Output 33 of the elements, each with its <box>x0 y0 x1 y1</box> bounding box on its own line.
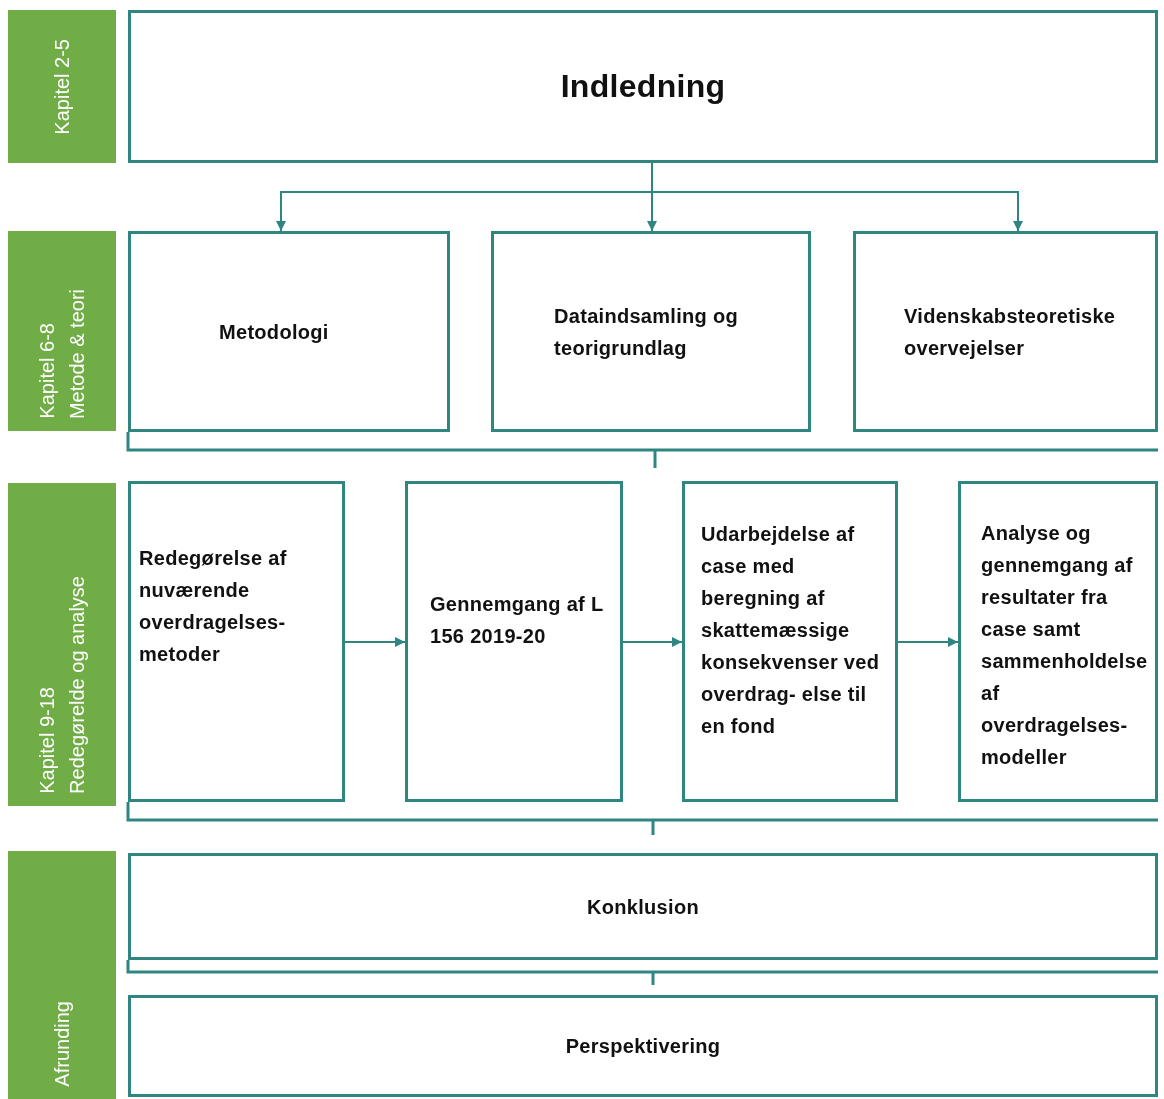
section-box <box>128 853 1158 960</box>
section-text: Gennemgang af L 156 2019-20 <box>430 592 605 649</box>
section-box <box>491 231 811 432</box>
section-box <box>405 481 623 802</box>
arrow <box>897 637 959 647</box>
section-text: Metodologi <box>219 319 330 345</box>
section-box <box>128 10 1158 163</box>
chapter-label: Redegørelde og analyse <box>65 576 89 794</box>
section-text: Konklusion <box>587 894 699 920</box>
chapter-band <box>8 851 116 1099</box>
section-box <box>128 481 345 802</box>
chapter-label: Kapitel 6-8 <box>35 323 59 419</box>
arrow <box>622 637 683 647</box>
section-text: Videnskabsteoretiske overvejelser <box>904 303 1117 361</box>
chapter-label: Afrunding <box>50 1001 74 1087</box>
section-box <box>128 231 450 432</box>
arrow <box>344 637 406 647</box>
section-text: Analyse og gennemgang af resultater fra case samt sammenholdelse af overdragelses- modeller <box>981 521 1149 770</box>
section-box <box>128 995 1158 1097</box>
section-text: Udarbejdelse af case med beregning af skattemæssige konsekvenser ved overdrag- else til en fond <box>701 522 881 739</box>
section-text: Redegørelse af nuværende overdragelses- metoder <box>139 546 288 667</box>
section-text: Dataindsamling og teorigrundlag <box>554 303 739 361</box>
section-title: Indledning <box>560 66 726 106</box>
section-text: Perspektivering <box>565 1034 721 1059</box>
chapter-band <box>8 10 116 163</box>
chapter-label: Metode & teori <box>65 288 89 419</box>
chapter-label: Kapitel 2-5 <box>50 38 74 135</box>
section-box <box>853 231 1158 432</box>
section-box <box>682 481 898 802</box>
chapter-band <box>8 231 116 431</box>
chapter-label: Kapitel 9-18 <box>35 687 59 794</box>
section-box <box>958 481 1158 802</box>
chapter-band <box>8 483 116 806</box>
